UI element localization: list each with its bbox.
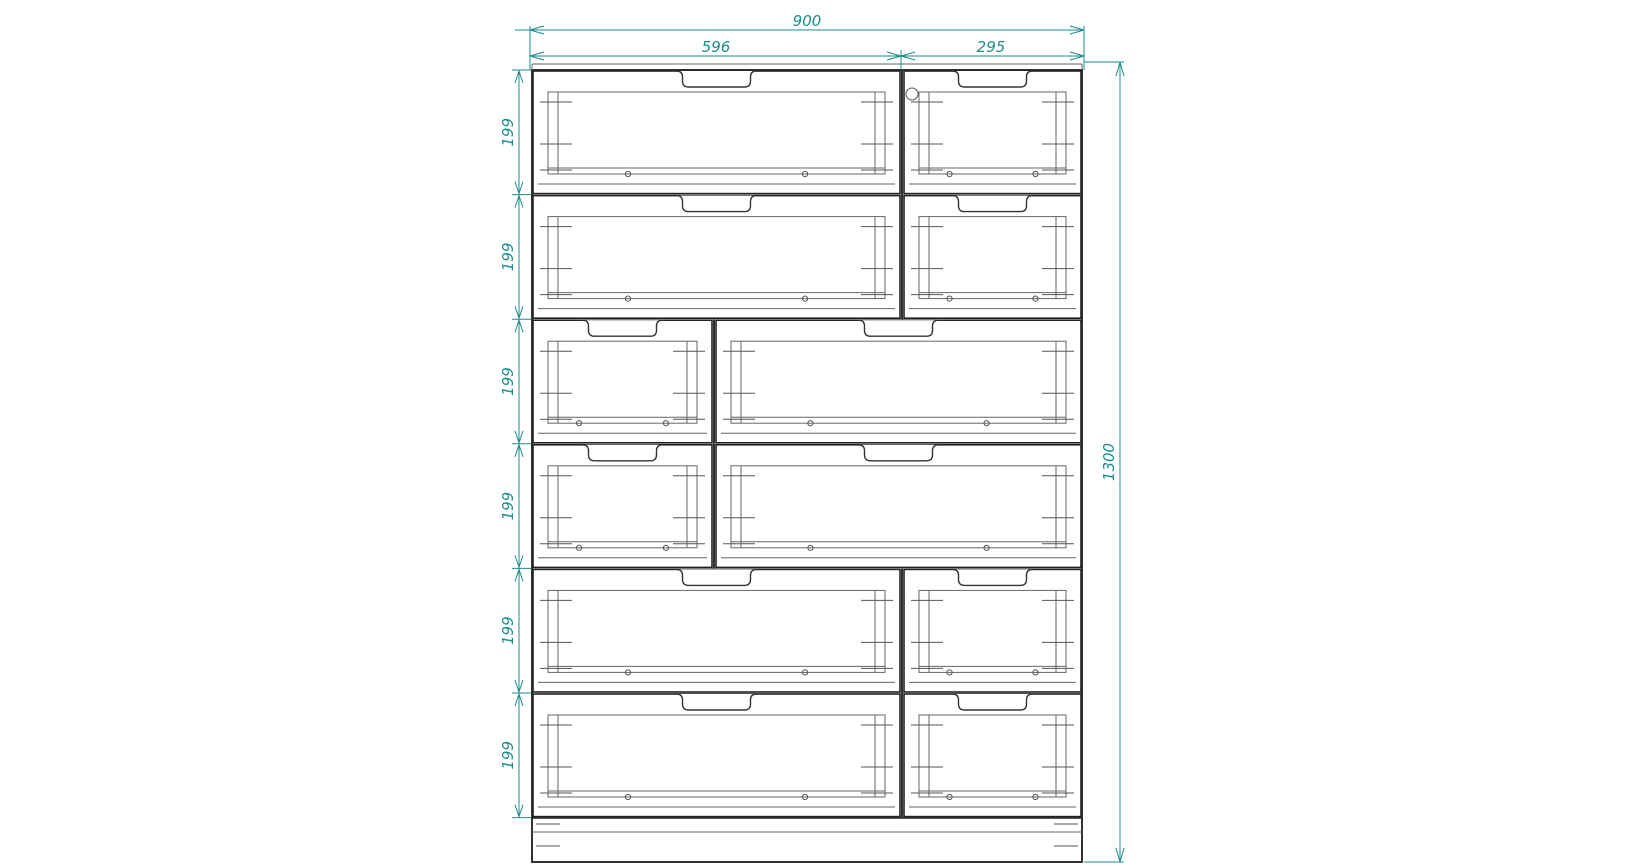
drawer-row xyxy=(532,70,1082,195)
drawer-front xyxy=(715,443,1082,569)
drawer-front xyxy=(532,693,901,818)
drawer-box xyxy=(730,340,1067,424)
drawer-front xyxy=(903,568,1082,693)
drawer-handle[interactable] xyxy=(952,568,1033,587)
row-height-label: 199 xyxy=(499,367,517,396)
drawer[interactable] xyxy=(715,319,1082,444)
drawer-rows xyxy=(532,70,1082,818)
drawer-box xyxy=(547,714,886,798)
drawer-front xyxy=(903,693,1082,818)
drawer-front xyxy=(532,319,713,444)
screw-icon xyxy=(624,669,632,676)
drawer-row xyxy=(532,194,1082,320)
screw-icon xyxy=(801,170,809,178)
cabinet-body xyxy=(531,63,1083,863)
drawer[interactable] xyxy=(532,194,901,320)
dimension-overall-height: 1300 xyxy=(1084,61,1125,863)
screw-icon xyxy=(801,793,809,801)
screw-icon xyxy=(624,295,632,302)
drawer[interactable] xyxy=(532,568,901,693)
row-height-label: 199 xyxy=(499,616,517,645)
drawer-front xyxy=(903,70,1082,195)
drawer-handle[interactable] xyxy=(858,319,939,337)
drawer-row xyxy=(532,568,1082,693)
screw-icon xyxy=(807,544,814,551)
drawer-box xyxy=(730,465,1067,549)
overall-width-label: 900 xyxy=(793,12,822,30)
lock-icon xyxy=(905,87,919,101)
drawer[interactable] xyxy=(903,693,1082,818)
drawer-handle[interactable] xyxy=(858,444,939,462)
dimension-overall-width: 900 xyxy=(515,12,1085,70)
drawer[interactable] xyxy=(532,443,713,569)
drawer-handle[interactable] xyxy=(952,194,1033,213)
screw-icon xyxy=(801,295,809,302)
screw-icon xyxy=(946,669,953,676)
screw-icon xyxy=(983,420,990,427)
drawer-row xyxy=(532,319,1082,444)
screw-icon xyxy=(1032,669,1039,676)
screw-icon xyxy=(946,170,953,178)
screw-icon xyxy=(575,420,583,427)
screw-icon xyxy=(624,793,632,801)
drawer[interactable] xyxy=(903,568,1082,693)
row-height-label: 199 xyxy=(499,243,517,272)
drawer-box xyxy=(918,589,1067,673)
drawer-row xyxy=(532,443,1082,569)
right-section-width-label: 295 xyxy=(977,38,1006,56)
drawer-box xyxy=(547,589,886,673)
drawer[interactable] xyxy=(532,319,713,444)
drawer-box xyxy=(918,91,1067,175)
drawer-box xyxy=(547,91,886,175)
screw-icon xyxy=(662,420,670,427)
screw-icon xyxy=(1032,793,1039,801)
drawer-front xyxy=(903,194,1082,320)
screw-icon xyxy=(801,669,809,676)
drawer-handle[interactable] xyxy=(582,444,663,462)
drawer-row xyxy=(532,693,1082,818)
screw-icon xyxy=(983,544,990,551)
drawer[interactable] xyxy=(903,194,1082,320)
drawer-box xyxy=(918,714,1067,798)
drawer-front xyxy=(532,194,901,320)
screw-icon xyxy=(624,170,632,178)
drawer-handle[interactable] xyxy=(952,70,1033,88)
drawer-box xyxy=(918,216,1067,300)
row-height-label: 199 xyxy=(499,118,517,147)
drawer[interactable] xyxy=(903,70,1082,195)
drawer-box xyxy=(547,340,698,424)
drawer-handle[interactable] xyxy=(676,194,757,213)
screw-icon xyxy=(807,420,814,427)
drawer[interactable] xyxy=(532,693,901,818)
row-height-label: 199 xyxy=(499,741,517,770)
drawer[interactable] xyxy=(715,443,1082,569)
screw-icon xyxy=(946,295,953,302)
dimension-section-widths: 596 295 xyxy=(529,38,1085,70)
screw-icon xyxy=(1032,170,1039,178)
row-height-label: 199 xyxy=(499,492,517,521)
drawer-front xyxy=(532,70,901,195)
left-section-width-label: 596 xyxy=(702,38,731,56)
drawer-front xyxy=(532,568,901,693)
drawer-handle[interactable] xyxy=(676,693,757,711)
screw-icon xyxy=(946,793,953,801)
drawer-handle[interactable] xyxy=(676,568,757,587)
dimension-row-heights: 199 199 199 199 199 199 xyxy=(499,69,532,819)
drawer-front xyxy=(532,443,713,569)
drawer[interactable] xyxy=(532,70,901,195)
drawer-handle[interactable] xyxy=(582,319,663,337)
drawer-box xyxy=(547,465,698,549)
drawer-handle[interactable] xyxy=(676,70,757,88)
screw-icon xyxy=(1032,295,1039,302)
screw-icon xyxy=(575,544,583,551)
drawer-box xyxy=(547,216,886,300)
overall-height-label: 1300 xyxy=(1100,443,1118,481)
drawer-handle[interactable] xyxy=(952,693,1033,711)
screw-icon xyxy=(662,544,670,551)
drawer-front xyxy=(715,319,1082,444)
